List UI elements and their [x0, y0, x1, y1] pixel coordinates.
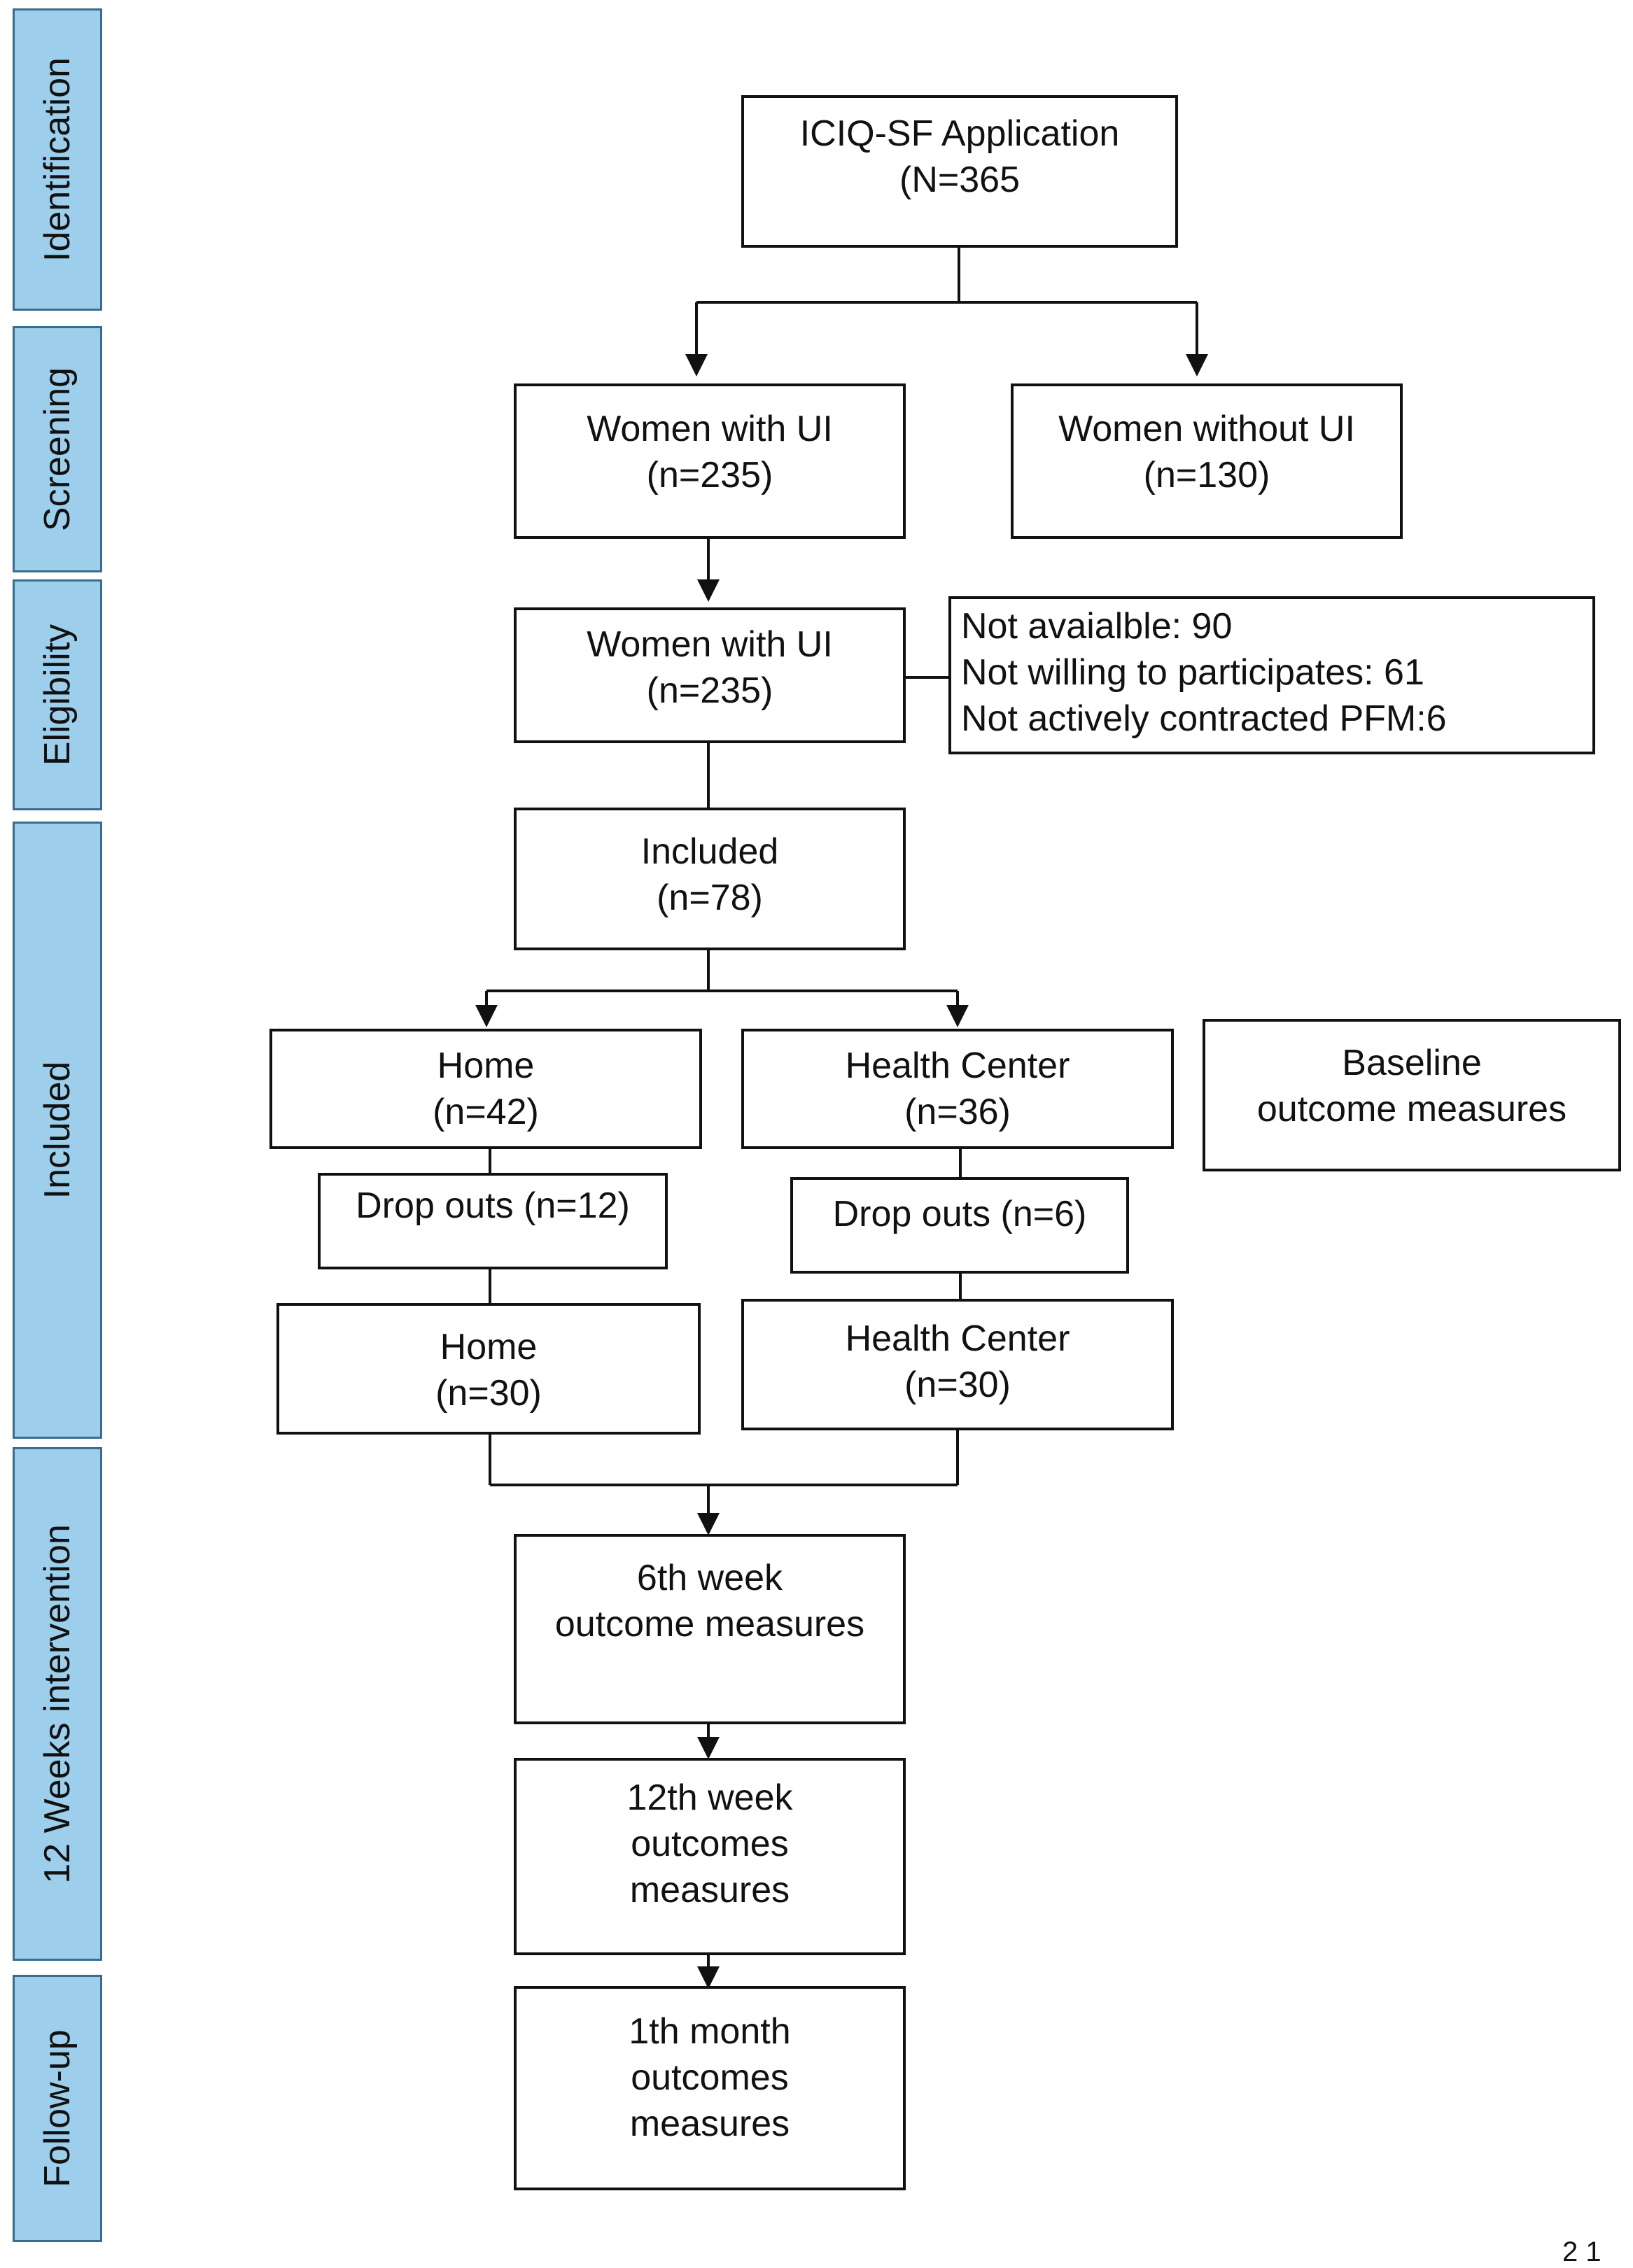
box-line: 12th week	[626, 1777, 793, 1818]
box-line: (n=235)	[646, 670, 773, 711]
exclusion-reason: Not willing to participates: 61	[961, 652, 1424, 693]
box-line: (N=365	[899, 160, 1020, 200]
health-center-end-box: Health Center (n=30)	[741, 1299, 1174, 1430]
week-6-outcomes-box: 6th week outcome measures	[514, 1534, 906, 1724]
box-line: (n=235)	[646, 455, 773, 495]
page-number: 2 1	[1562, 2237, 1602, 2267]
box-line: Women with UI	[587, 624, 833, 665]
box-line: Home	[440, 1327, 538, 1367]
week-12-outcomes-box: 12th week outcomes measures	[514, 1758, 906, 1955]
box-line: (n=130)	[1143, 455, 1270, 495]
box-line: outcomes	[631, 2057, 789, 2098]
box-line: (n=30)	[435, 1373, 542, 1414]
box-line: (n=78)	[657, 878, 763, 918]
exclusion-box: Not avaialble: 90 Not willing to partici…	[948, 596, 1595, 754]
women-with-ui-eligibility-box: Women with UI (n=235)	[514, 607, 906, 743]
home-start-box: Home (n=42)	[269, 1029, 702, 1149]
box-line: (n=30)	[904, 1365, 1011, 1405]
box-line: Drop outs (n=12)	[356, 1185, 630, 1226]
phase-screening: Screening	[13, 326, 102, 572]
box-line: 6th week	[636, 1558, 783, 1598]
box-line: Health Center	[845, 1318, 1070, 1359]
phase-included: Included	[13, 822, 102, 1439]
women-with-ui-screening-box: Women with UI (n=235)	[514, 383, 906, 539]
box-line: Women without UI	[1058, 409, 1355, 449]
application-box: ICIQ-SF Application (N=365	[741, 95, 1178, 248]
phase-intervention: 12 Weeks intervention	[13, 1447, 102, 1961]
box-line: Included	[640, 831, 779, 872]
included-box: Included (n=78)	[514, 808, 906, 950]
health-center-start-box: Health Center (n=36)	[741, 1029, 1174, 1149]
exclusion-reason: Not actively contracted PFM:6	[961, 698, 1447, 739]
home-end-box: Home (n=30)	[276, 1303, 701, 1435]
box-line: (n=42)	[433, 1092, 539, 1132]
box-line: outcome measures	[554, 1604, 865, 1644]
box-line: outcome measures	[1256, 1089, 1567, 1129]
box-line: Home	[437, 1045, 535, 1086]
box-line: 1th month	[629, 2011, 791, 2052]
box-line: Baseline	[1342, 1043, 1482, 1083]
box-line: measures	[629, 1870, 790, 1910]
box-line: outcomes	[631, 1824, 789, 1864]
phase-identification: Identification	[13, 8, 102, 311]
phase-eligibility: Eligibility	[13, 579, 102, 810]
month-1-outcomes-box: 1th month outcomes measures	[514, 1986, 906, 2190]
box-line: ICIQ-SF Application	[799, 113, 1120, 154]
baseline-box: Baseline outcome measures	[1203, 1019, 1621, 1171]
box-line: Drop outs (n=6)	[832, 1194, 1087, 1234]
box-line: Women with UI	[587, 409, 833, 449]
box-line: measures	[629, 2104, 790, 2144]
exclusion-reason: Not avaialble: 90	[961, 606, 1233, 647]
home-dropouts-box: Drop outs (n=12)	[318, 1173, 668, 1269]
phase-follow-up: Follow-up	[13, 1975, 102, 2242]
box-line: Health Center	[845, 1045, 1070, 1086]
women-without-ui-box: Women without UI (n=130)	[1011, 383, 1403, 539]
box-line: (n=36)	[904, 1092, 1011, 1132]
health-center-dropouts-box: Drop outs (n=6)	[790, 1177, 1129, 1274]
